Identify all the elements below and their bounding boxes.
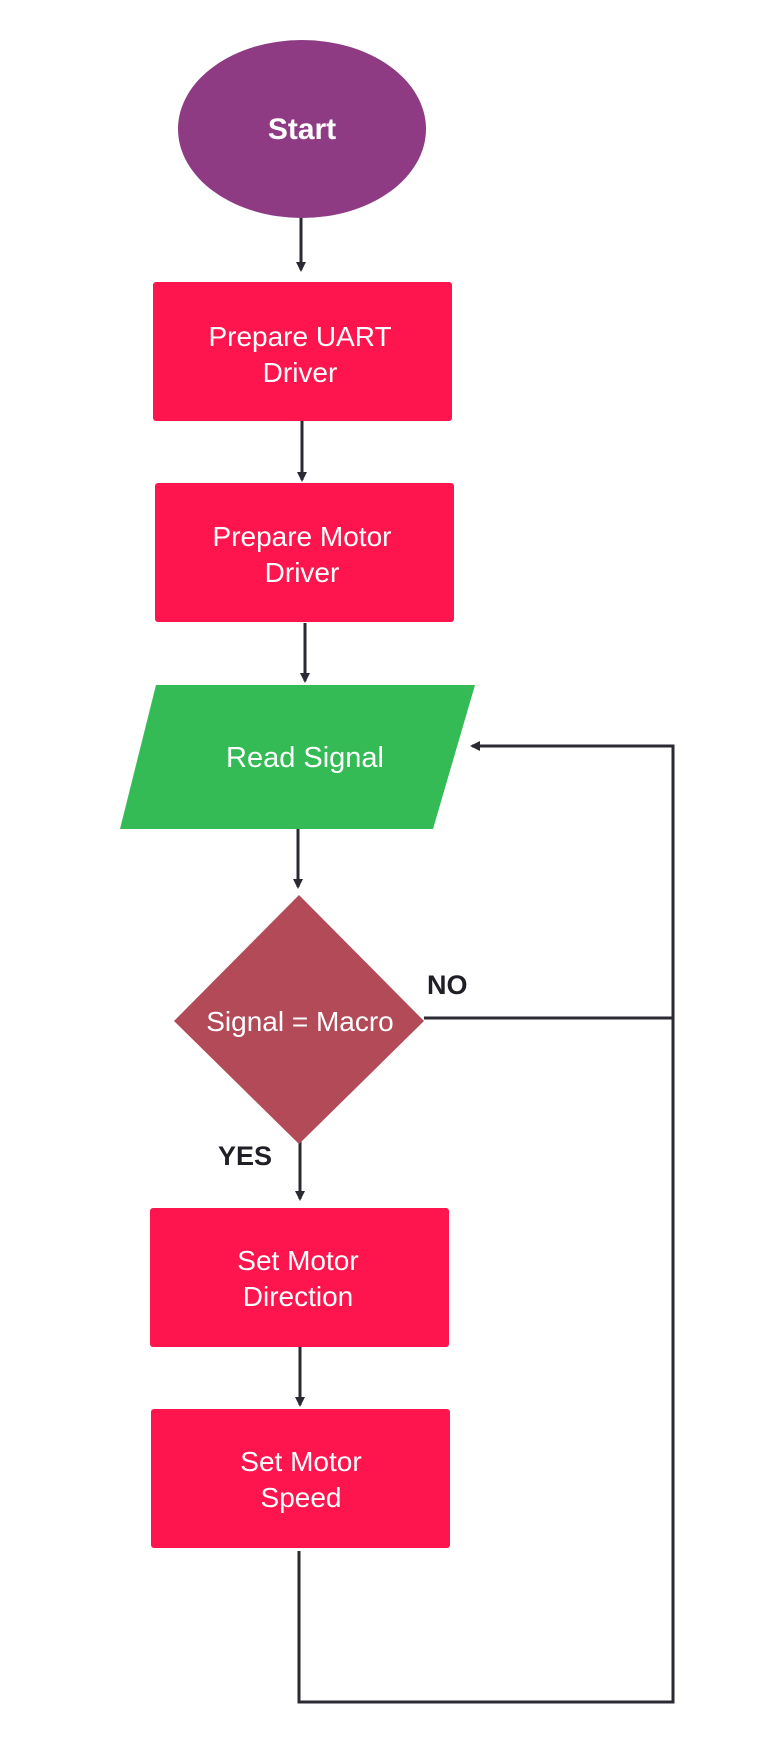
prepare-motor-shape [155,483,454,622]
set-direction-node: Set Motor Direction [150,1208,449,1347]
decision-label: Signal = Macro [206,1006,394,1037]
start-node: Start [178,40,426,218]
read-signal-shape [120,685,475,829]
read-signal-node: Read Signal [120,685,475,829]
start-shape [178,40,426,218]
decision-node: Signal = Macro [174,895,424,1144]
set-speed-label-line2: Speed [261,1482,342,1513]
no-label: NO [427,970,468,1000]
prepare-uart-shape [153,282,452,421]
prepare-uart-label-line1: Prepare UART [208,321,391,352]
prepare-uart-label-line2: Driver [263,357,338,388]
connectors [293,214,675,1704]
prepare-uart-node: Prepare UART Driver [153,282,452,421]
edge-loop-back-to-read [297,741,675,1704]
set-speed-label-line1: Set Motor [240,1446,361,1477]
set-speed-shape [151,1409,450,1548]
read-signal-label: Read Signal [226,742,384,774]
set-direction-shape [150,1208,449,1347]
prepare-motor-label-line1: Prepare Motor [213,521,392,552]
start-label: Start [268,113,336,146]
set-speed-node: Set Motor Speed [151,1409,450,1548]
prepare-motor-node: Prepare Motor Driver [155,483,454,622]
decision-shape [174,895,424,1144]
set-direction-label-line1: Set Motor [237,1245,358,1276]
yes-label: YES [218,1141,272,1171]
prepare-motor-label-line2: Driver [265,557,340,588]
set-direction-label-line2: Direction [243,1281,353,1312]
